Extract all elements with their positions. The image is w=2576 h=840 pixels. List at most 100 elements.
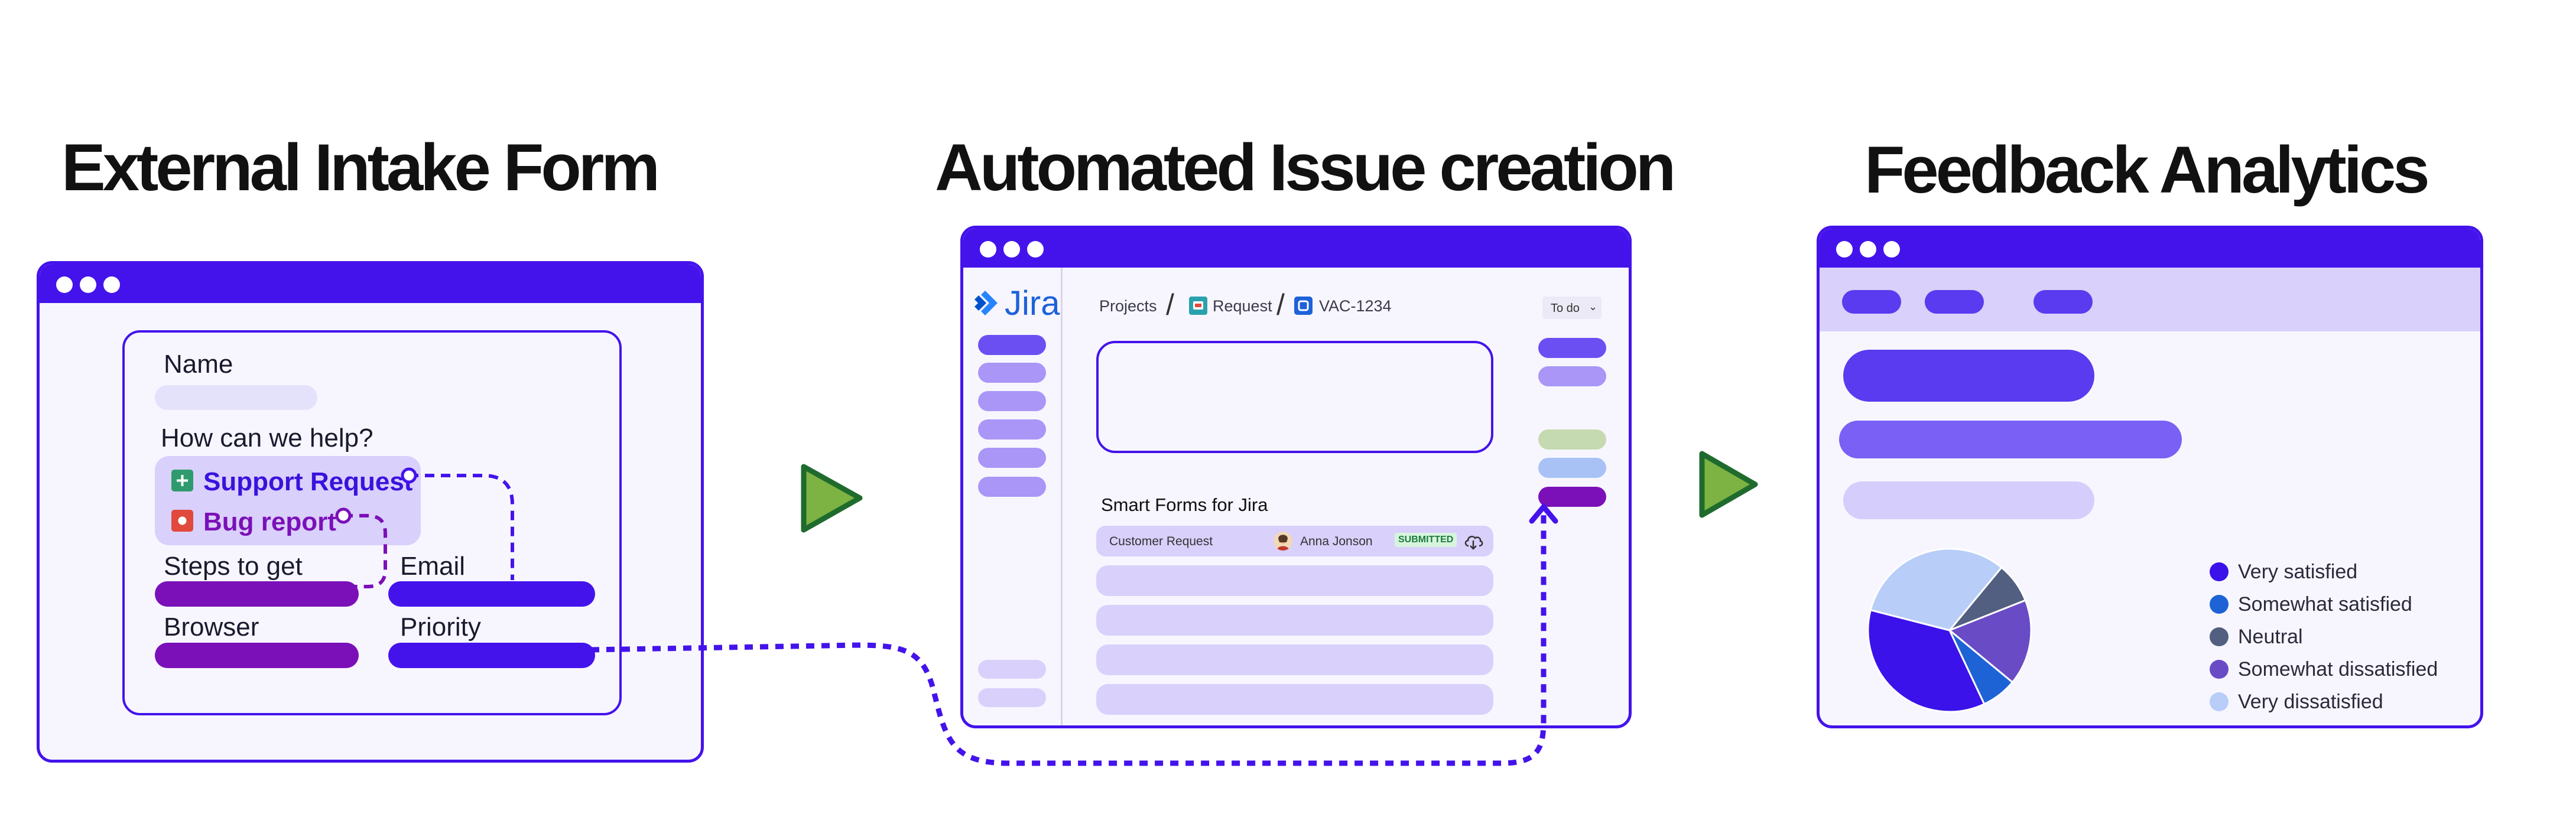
legend-swatch: [2210, 692, 2229, 711]
issue-description-box[interactable]: [1096, 341, 1493, 453]
sidebar-nav-item[interactable]: [978, 477, 1046, 497]
request-type-text: Customer Request: [1109, 535, 1213, 548]
window-dot-3: [103, 276, 120, 293]
name-input[interactable]: [155, 385, 317, 410]
email-input[interactable]: [388, 581, 595, 607]
window-dot-2: [1860, 241, 1876, 258]
connector-node: [401, 467, 417, 484]
play-arrow-icon: [801, 464, 863, 533]
form-card: [122, 330, 622, 715]
submitted-badge: SUBMITTED: [1395, 533, 1457, 547]
steps-label: Steps to get: [164, 552, 303, 581]
breadcrumb-request[interactable]: Request: [1213, 297, 1272, 315]
assignee-name: Anna Jonson: [1300, 535, 1373, 548]
option-support-request[interactable]: Support Request: [203, 467, 413, 496]
detail-field: [1538, 429, 1606, 450]
window-dot-3: [1883, 241, 1900, 258]
detail-field: [1538, 458, 1606, 478]
legend-label: Very satisfied: [2238, 561, 2358, 583]
breadcrumb-separator: /: [1276, 288, 1285, 321]
summary-bar: [1839, 421, 2182, 458]
window-dot-1: [56, 276, 73, 293]
priority-label: Priority: [400, 613, 481, 642]
form-submission-row[interactable]: Customer Request Anna Jonson SUBMITTED: [1096, 526, 1493, 556]
legend-label: Neutral: [2238, 626, 2303, 648]
window-dot-1: [1836, 241, 1853, 258]
jira-logo-text: Jira: [1005, 284, 1060, 323]
legend-swatch: [2210, 562, 2229, 581]
steps-input[interactable]: [155, 581, 359, 607]
play-arrow-icon: [1699, 451, 1758, 518]
issue-type-icon: [1294, 297, 1313, 315]
smart-forms-title: Smart Forms for Jira: [1101, 494, 1268, 515]
plus-icon: [171, 470, 193, 491]
legend-swatch: [2210, 627, 2229, 646]
jira-logo-icon: [970, 289, 1000, 320]
intake-form-window: Name How can we help? Support Request Bu…: [37, 261, 704, 763]
window-title-bar: [1820, 229, 2480, 268]
chevron-down-icon: ⌄: [1589, 301, 1598, 312]
email-label: Email: [400, 552, 466, 581]
jira-window: Jira Projects / Request / VAC-1234 To do…: [960, 226, 1632, 728]
connector-support-to-email: [409, 474, 514, 580]
cloud-download-icon[interactable]: [1463, 532, 1484, 554]
browser-label: Browser: [164, 613, 259, 642]
sidebar-nav-item[interactable]: [978, 688, 1046, 707]
window-title-bar: [963, 229, 1629, 268]
window-dot-2: [80, 276, 96, 293]
toolbar-tab[interactable]: [1842, 290, 1901, 314]
detail-field: [1538, 366, 1606, 386]
legend-swatch: [2210, 660, 2229, 679]
sidebar-nav-item[interactable]: [978, 335, 1046, 355]
bug-icon: [171, 510, 193, 532]
summary-bar: [1843, 350, 2094, 402]
toolbar-tab[interactable]: [2033, 290, 2093, 314]
arrowhead-up-icon: [1529, 502, 1558, 524]
sidebar-nav-item[interactable]: [978, 391, 1046, 411]
request-icon: [1189, 297, 1207, 315]
satisfaction-pie-chart: [1867, 548, 2032, 713]
window-dot-1: [980, 241, 996, 258]
browser-input[interactable]: [155, 643, 359, 668]
legend-label: Somewhat dissatisfied: [2238, 658, 2438, 681]
form-row-placeholder: [1096, 644, 1493, 675]
connector-priority-to-jira: [590, 507, 1547, 766]
title-external-intake-form: External Intake Form: [61, 131, 660, 204]
connector-bug-to-steps: [343, 514, 387, 588]
help-label: How can we help?: [161, 424, 373, 452]
pie-slice-somewhat-satisfied: [1948, 629, 2014, 705]
sidebar-nav-item[interactable]: [978, 448, 1046, 468]
sidebar-nav-item[interactable]: [978, 660, 1046, 679]
breadcrumb-separator: /: [1166, 288, 1174, 321]
status-label: To do: [1551, 302, 1580, 315]
detail-field-submitted: [1538, 487, 1606, 507]
summary-bar: [1843, 481, 2094, 519]
breadcrumb-projects[interactable]: Projects: [1099, 297, 1157, 315]
window-dot-2: [1003, 241, 1020, 258]
form-row-placeholder: [1096, 605, 1493, 636]
connector-node: [335, 507, 352, 524]
legend-label: Very dissatisfied: [2238, 691, 2383, 713]
status-dropdown-button[interactable]: To do ⌄: [1542, 297, 1602, 319]
legend-label: Somewhat satisfied: [2238, 593, 2412, 616]
pie-slice-very-satisfied: [1867, 608, 1986, 713]
toolbar-tab[interactable]: [1925, 290, 1984, 314]
sidebar-nav-item[interactable]: [978, 419, 1046, 439]
option-bug-report[interactable]: Bug report: [203, 507, 336, 536]
pie-slice-somewhat-dissatisfied: [1948, 599, 2032, 684]
request-type-dropdown[interactable]: [155, 456, 421, 545]
title-automated-issue-creation: Automated Issue creation: [935, 131, 1676, 204]
name-label: Name: [164, 350, 233, 379]
form-row-placeholder: [1096, 565, 1493, 596]
priority-input[interactable]: [388, 643, 595, 668]
avatar: [1274, 532, 1292, 551]
window-title-bar: [40, 264, 701, 303]
detail-field: [1538, 338, 1606, 358]
sidebar-nav-item[interactable]: [978, 363, 1046, 383]
form-row-placeholder: [1096, 684, 1493, 715]
window-dot-3: [1027, 241, 1044, 258]
title-feedback-analytics: Feedback Analytics: [1864, 133, 2430, 207]
breadcrumb-issue-key[interactable]: VAC-1234: [1319, 297, 1392, 315]
